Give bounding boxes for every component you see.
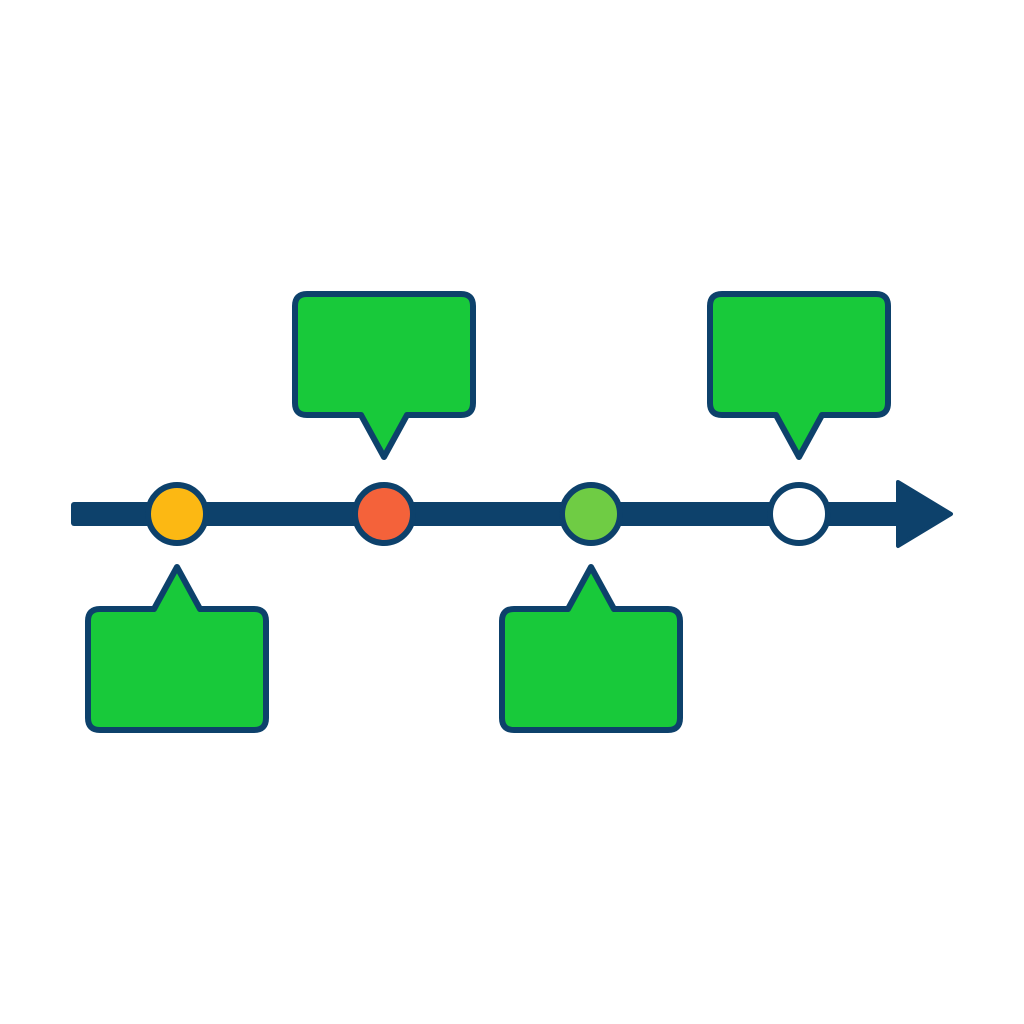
callout-box-1 [85,564,269,733]
milestone-node-1 [145,482,209,546]
milestone-node-2 [352,482,416,546]
nodes-layer [145,482,831,546]
callouts-layer [85,291,891,733]
axis-bar [71,502,907,526]
callout-box-4 [707,291,891,460]
arrowhead-icon [896,480,953,548]
timeline-axis [71,480,953,548]
milestone-node-4 [767,482,831,546]
callout-box-3 [499,564,683,733]
callout-box-2 [292,291,476,460]
milestone-node-3 [559,482,623,546]
